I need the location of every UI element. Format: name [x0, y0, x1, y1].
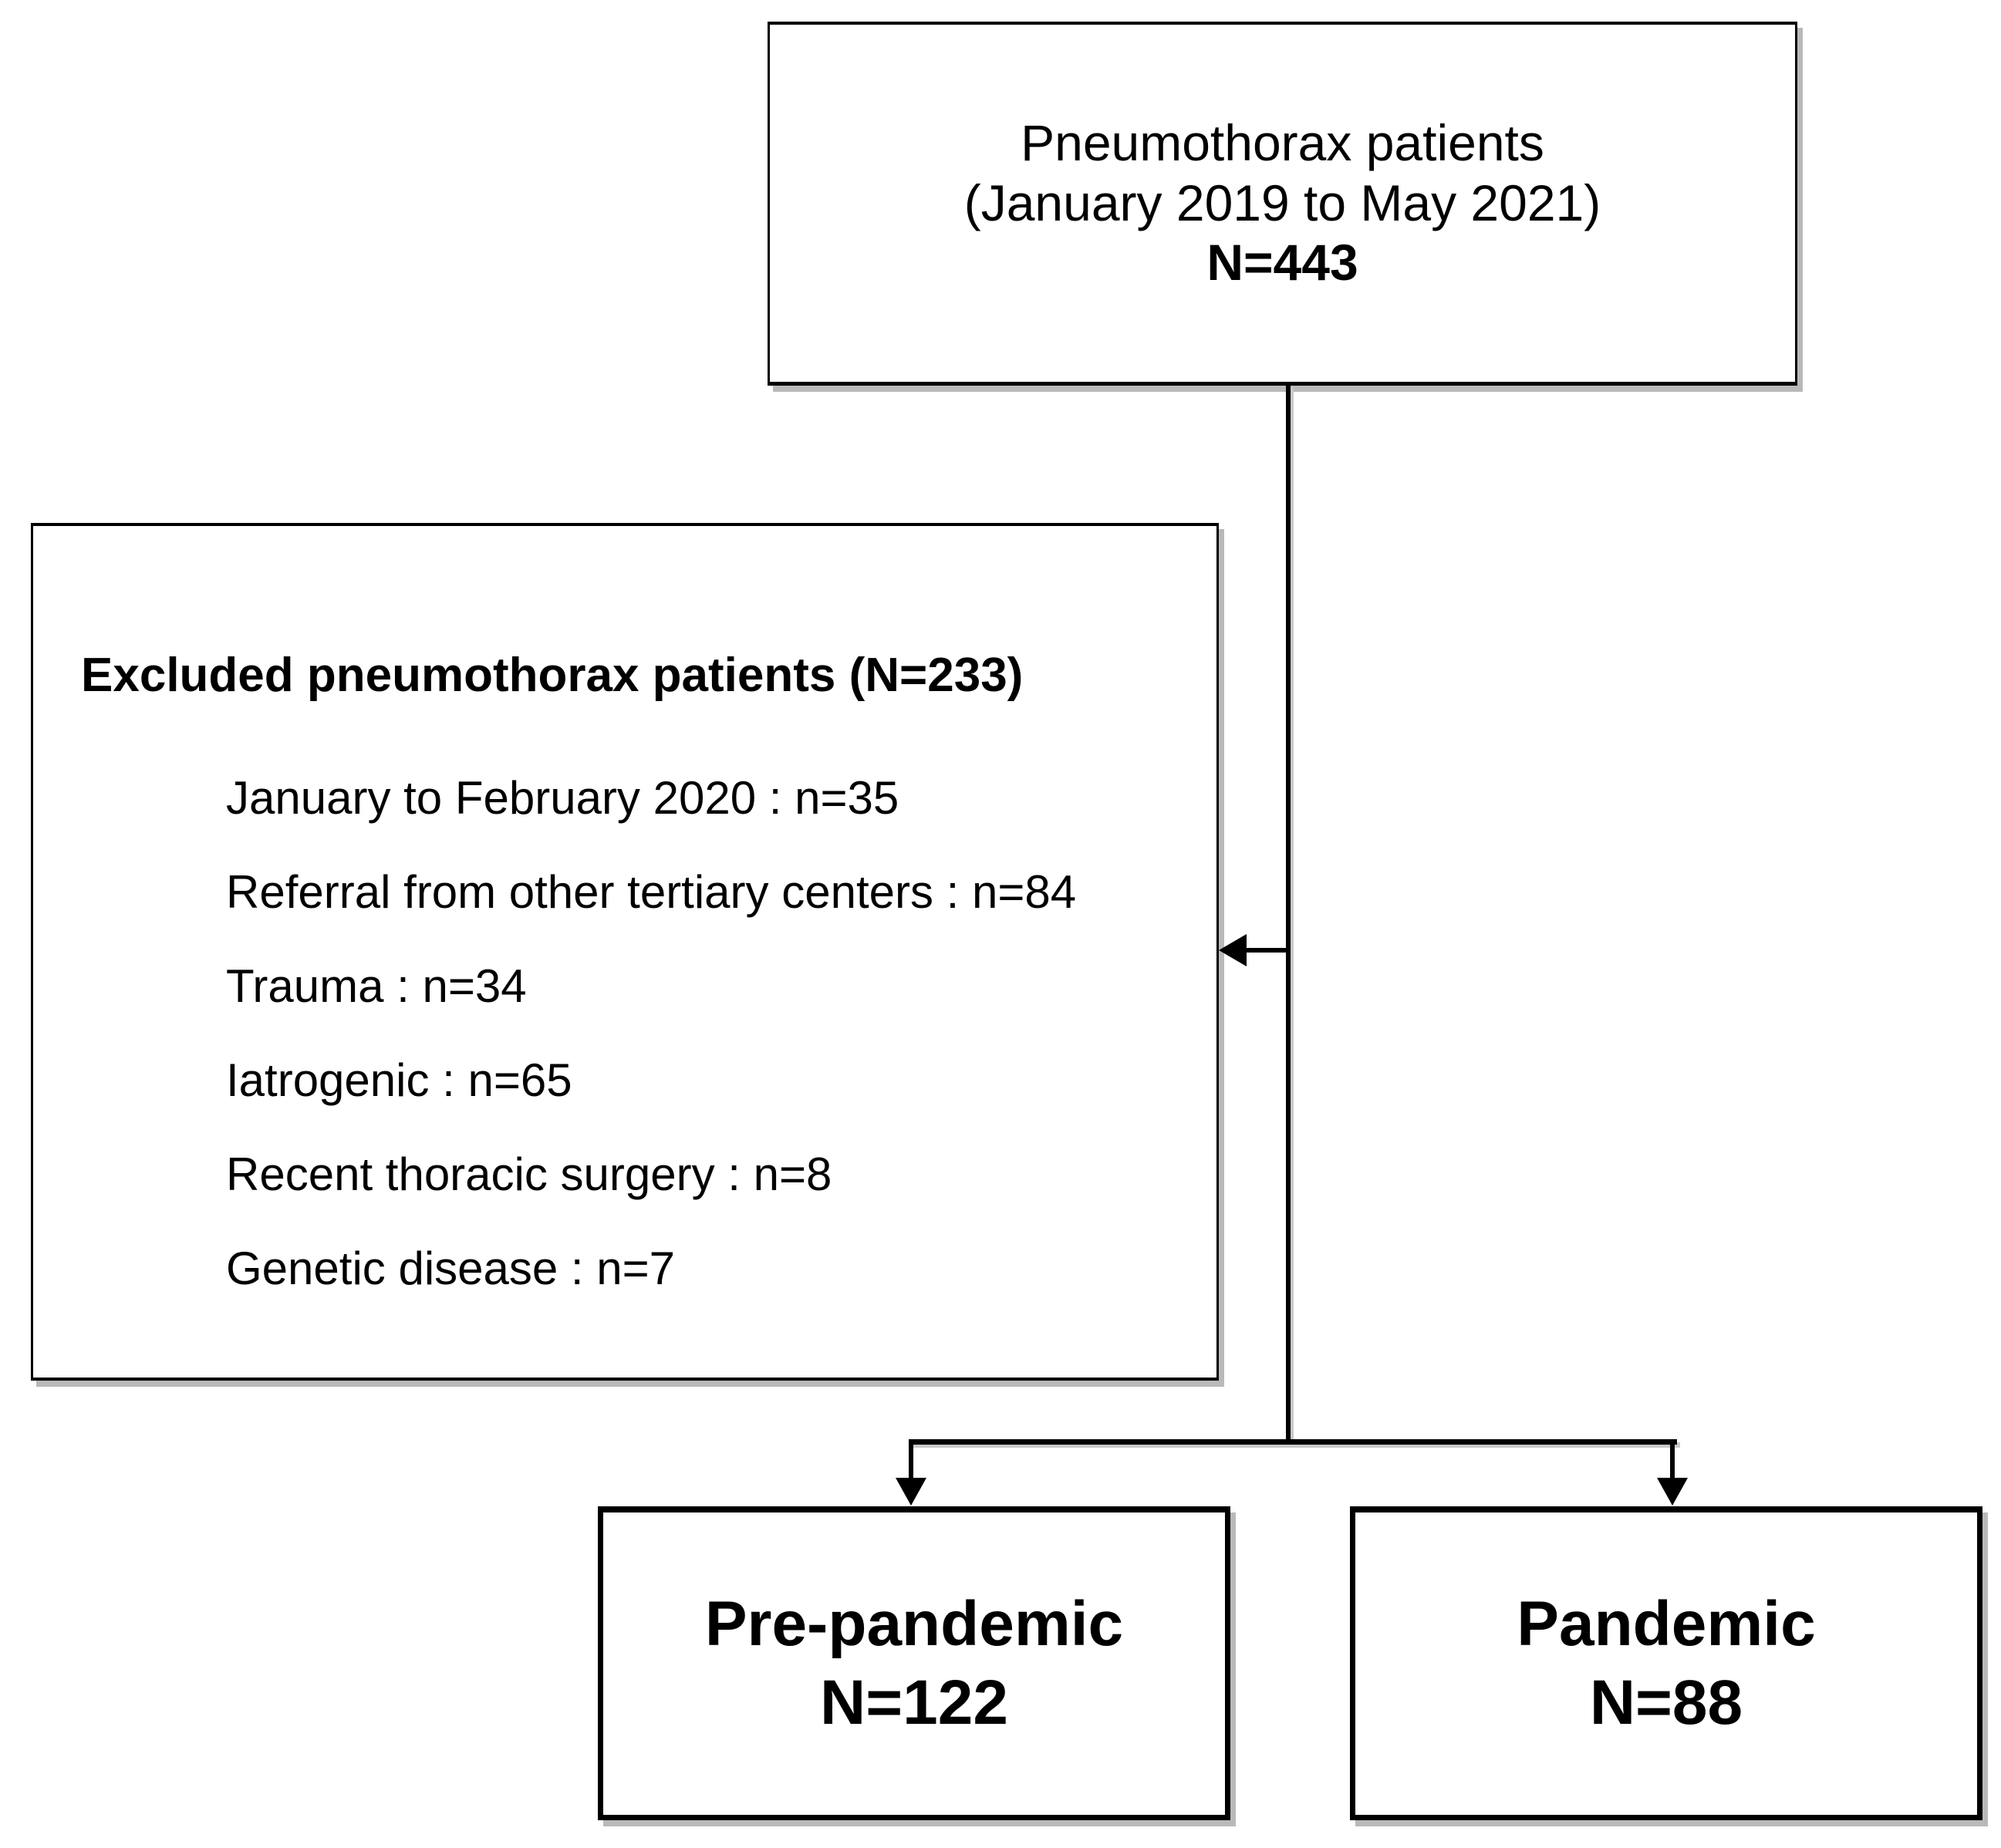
total-patients-count: N=443 [1206, 234, 1358, 292]
list-item: Genetic disease : n=7 [226, 1243, 676, 1295]
connector-drop-right [1670, 1439, 1675, 1484]
list-item: Recent thoracic surgery : n=8 [226, 1148, 832, 1201]
excluded-patients-box: Excluded pneumothorax patients (N=233) J… [31, 523, 1219, 1381]
list-item: Iatrogenic : n=65 [226, 1054, 572, 1107]
excluded-heading: Excluded pneumothorax patients (N=233) [81, 649, 1024, 702]
total-patients-box: Pneumothorax patients (January 2019 to M… [768, 22, 1797, 386]
excluded-reasons-list: January to February 2020 : n=35 Referral… [33, 771, 1216, 1297]
pre-pandemic-box: Pre-pandemic N=122 [598, 1506, 1230, 1820]
arrowhead-down-right-icon [1657, 1478, 1688, 1506]
connector-main-vertical [1286, 384, 1291, 1445]
list-item: Referral from other tertiary centers : n… [226, 866, 1077, 919]
pandemic-box: Pandemic N=88 [1350, 1506, 1982, 1820]
total-patients-period: (January 2019 to May 2021) [963, 174, 1601, 231]
arrowhead-left-icon [1219, 934, 1247, 966]
list-item: Trauma : n=34 [226, 960, 527, 1013]
pre-pandemic-label: Pre-pandemic [704, 1588, 1124, 1659]
total-patients-title: Pneumothorax patients [1021, 113, 1544, 171]
pandemic-label: Pandemic [1517, 1588, 1816, 1659]
pre-pandemic-count: N=122 [820, 1668, 1008, 1738]
pandemic-count: N=88 [1589, 1668, 1743, 1738]
list-item: January to February 2020 : n=35 [226, 772, 899, 825]
connector-drop-left [909, 1439, 913, 1484]
connector-to-excluded [1240, 948, 1291, 953]
connector-split-horizontal [909, 1439, 1677, 1445]
arrowhead-down-left-icon [896, 1478, 926, 1506]
